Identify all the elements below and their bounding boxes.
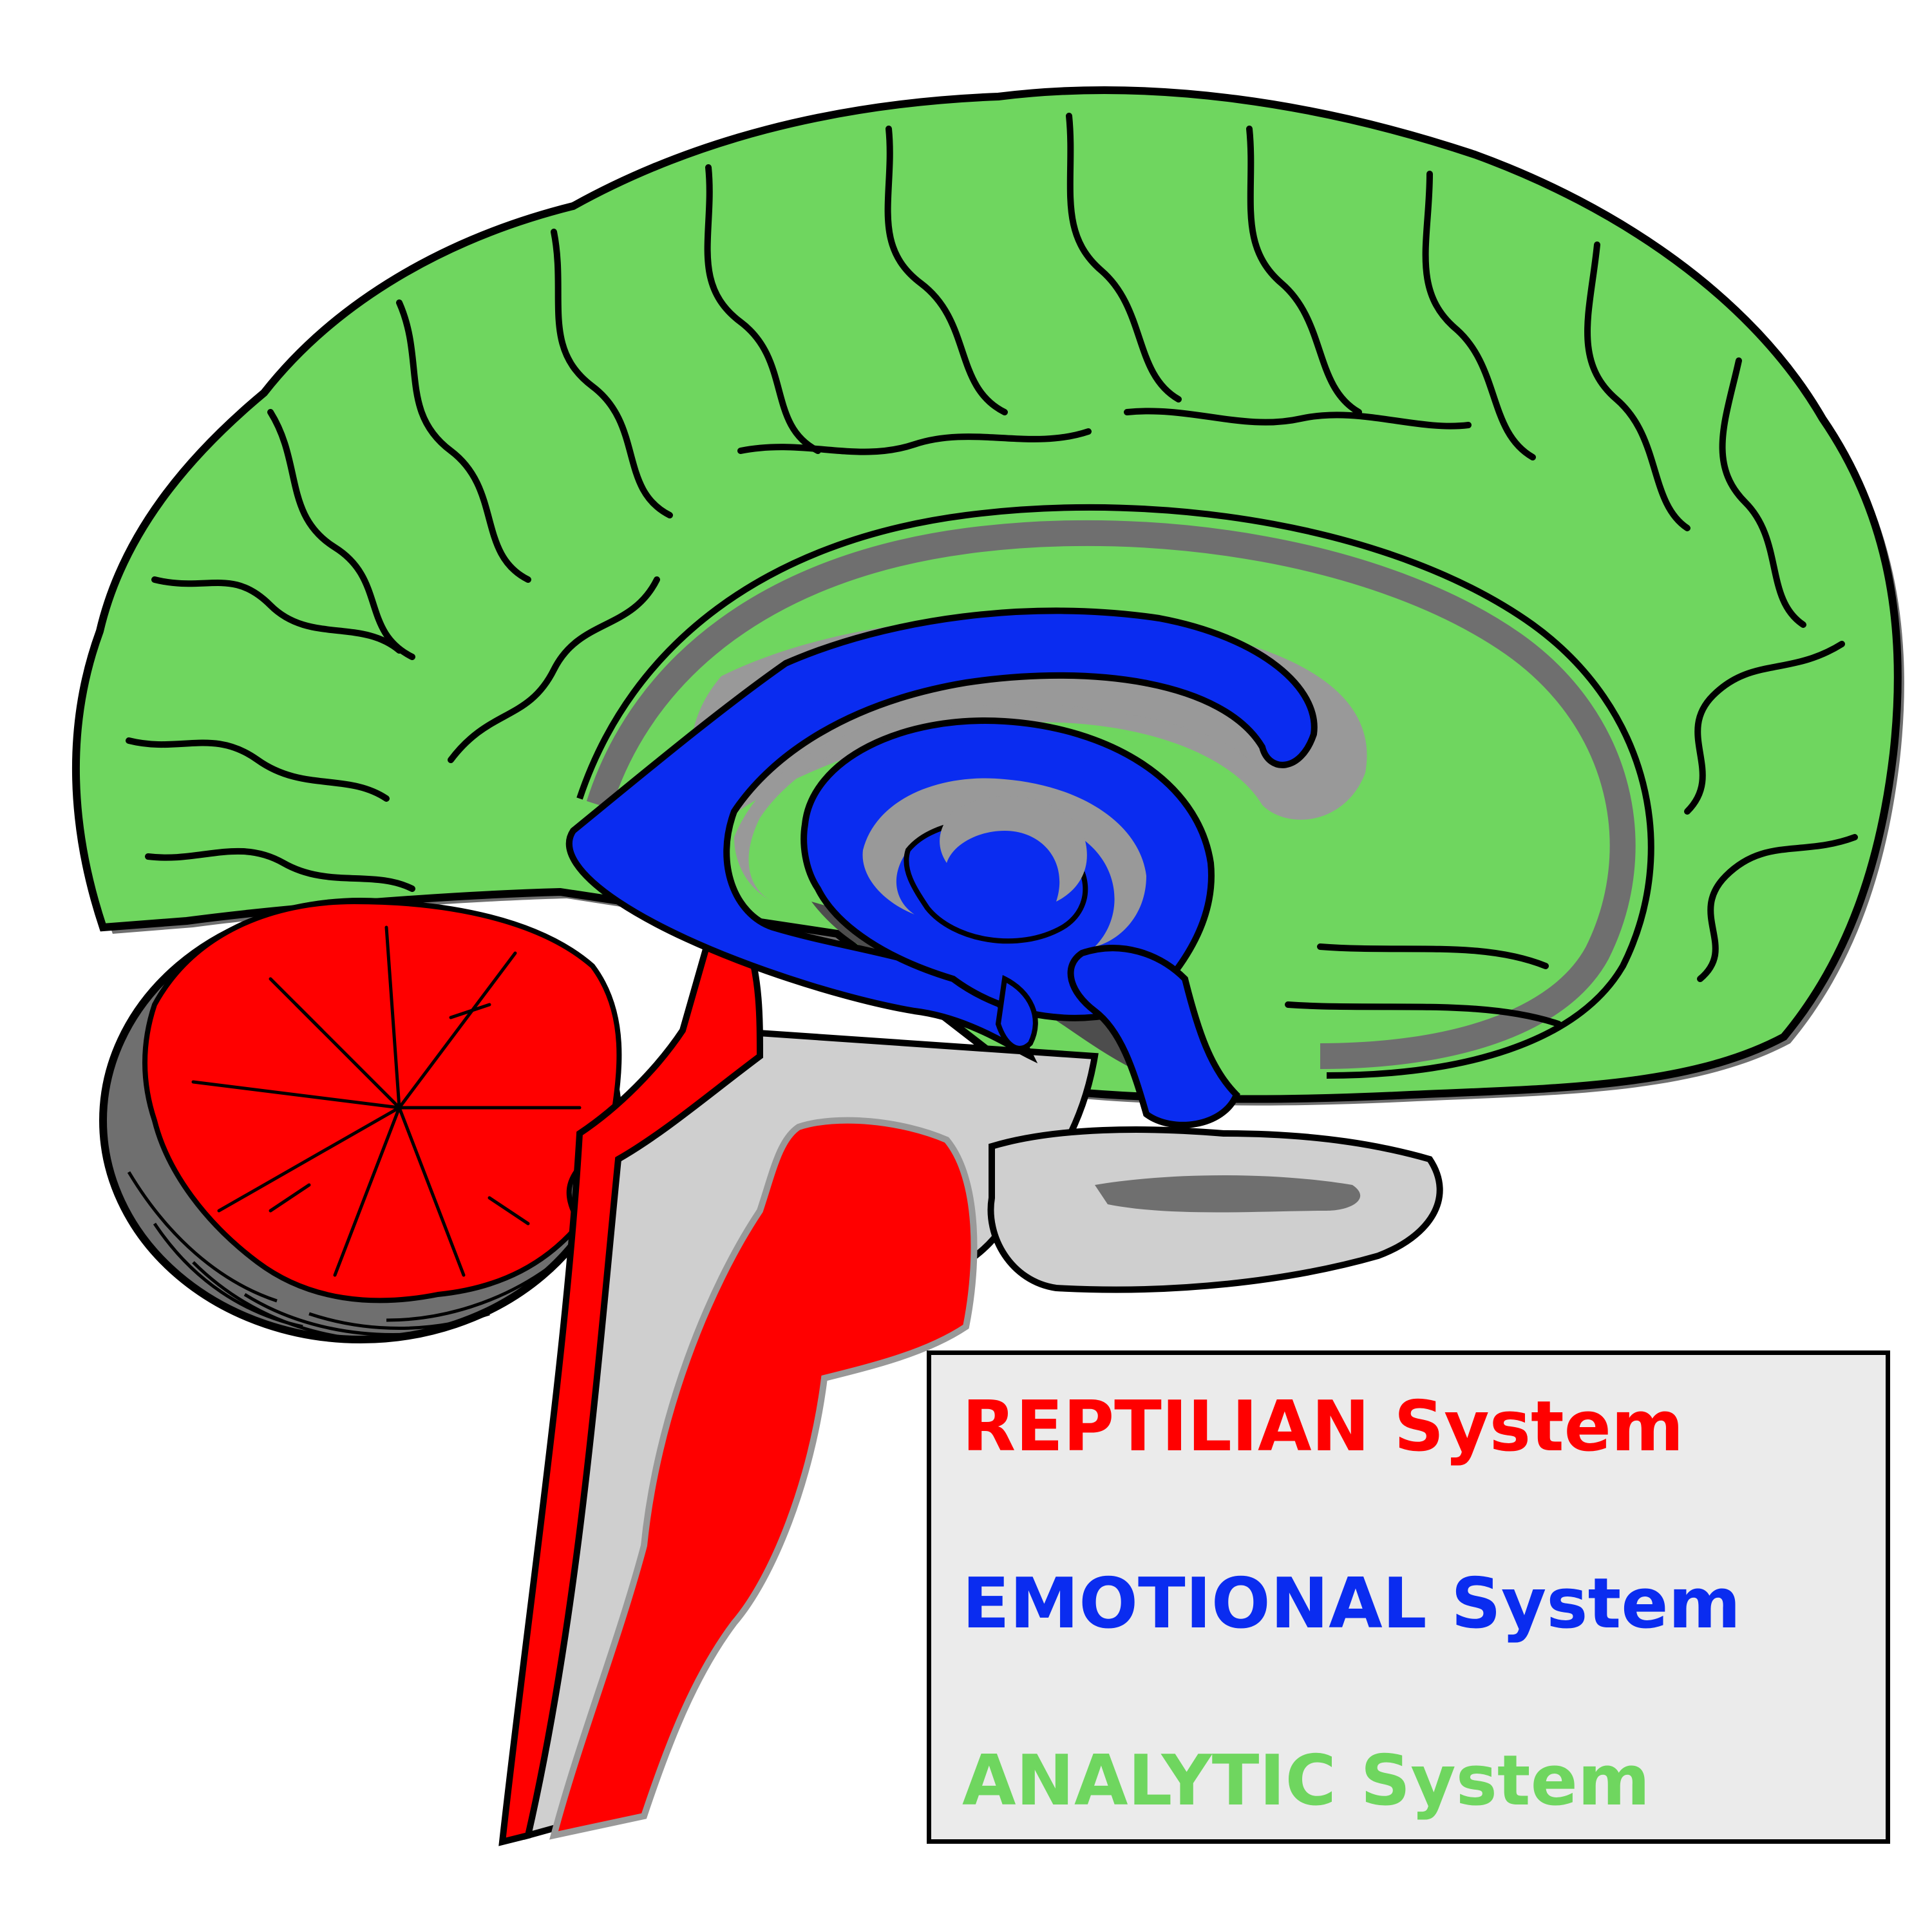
legend-analytic-label: ANALYTIC System [962, 1741, 1651, 1821]
brainstem-region [498, 937, 1099, 1846]
limbic-region [565, 607, 1318, 1128]
legend-reptilian-label: REPTILIAN System [962, 1387, 1684, 1467]
arbor-vitae-branches [191, 925, 582, 1277]
cingulate-shadow [586, 520, 1636, 1069]
legend-box: REPTILIAN System EMOTIONAL System ANALYT… [927, 1350, 1890, 1844]
pituitary-dark [1095, 1175, 1361, 1213]
cingulate-sulcus [576, 504, 1654, 1079]
cerebellum-ridges [127, 1171, 549, 1341]
hippocampus-gray [862, 778, 1146, 947]
limbic-outer [565, 607, 1318, 1064]
gyri-folds [126, 113, 1858, 1027]
pons-medulla [549, 1117, 978, 1840]
cerebrum-region [71, 86, 1904, 1106]
cerebellum-region [99, 898, 622, 1343]
hippocampus-center-gray [940, 796, 1087, 902]
fornix-leg [995, 974, 1038, 1051]
legend-emotional-label: EMOTIONAL System [962, 1564, 1741, 1644]
brainstem-outer [498, 937, 764, 1846]
cerebrum-surface [71, 86, 1902, 1103]
amygdala [1067, 945, 1240, 1128]
